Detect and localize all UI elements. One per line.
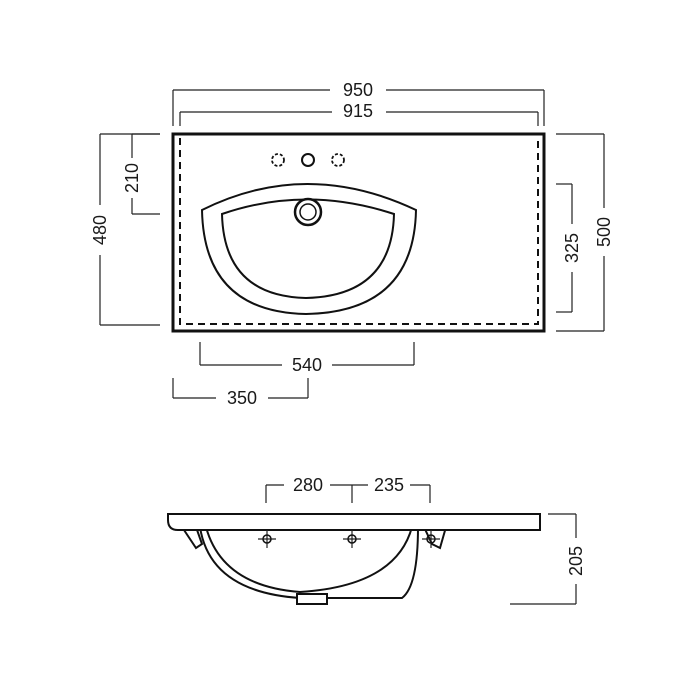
- svg-text:350: 350: [227, 388, 257, 408]
- top-view: 950 915 480 210: [90, 80, 614, 408]
- dim-right-depth: 500: [556, 133, 614, 332]
- svg-text:210: 210: [122, 163, 142, 193]
- svg-text:205: 205: [566, 546, 586, 576]
- drain-icon: [293, 197, 323, 227]
- svg-text:915: 915: [343, 101, 373, 121]
- fixing-right-icon: [422, 530, 440, 548]
- svg-text:325: 325: [562, 233, 582, 263]
- dim-height: 205: [510, 513, 586, 605]
- dim-fixing-spans: 280 235: [265, 475, 431, 503]
- tap-hole-right-icon: [331, 153, 345, 167]
- fixing-center-icon: [343, 530, 361, 548]
- countertop-dashed-edge: [179, 138, 539, 325]
- drain-stub: [296, 593, 328, 605]
- tap-hole-center-icon: [301, 153, 315, 167]
- fixing-left-icon: [258, 530, 276, 548]
- dim-tap-offset: 210: [122, 133, 160, 215]
- svg-text:480: 480: [90, 215, 110, 245]
- dim-left-depth: 480: [90, 133, 160, 326]
- svg-text:280: 280: [293, 475, 323, 495]
- dim-bowl-width: 540: [199, 342, 415, 375]
- dim-inner-width: 915: [179, 101, 539, 126]
- svg-text:950: 950: [343, 80, 373, 100]
- svg-text:235: 235: [374, 475, 404, 495]
- svg-text:540: 540: [292, 355, 322, 375]
- dim-overall-width: 950: [172, 80, 545, 126]
- tap-hole-left-icon: [271, 153, 285, 167]
- svg-text:500: 500: [594, 217, 614, 247]
- countertop-profile: [167, 513, 541, 531]
- dim-bowl-offset: 350: [172, 378, 309, 408]
- side-view: 280 235 205: [167, 475, 586, 605]
- dim-bowl-depth: 325: [556, 183, 582, 313]
